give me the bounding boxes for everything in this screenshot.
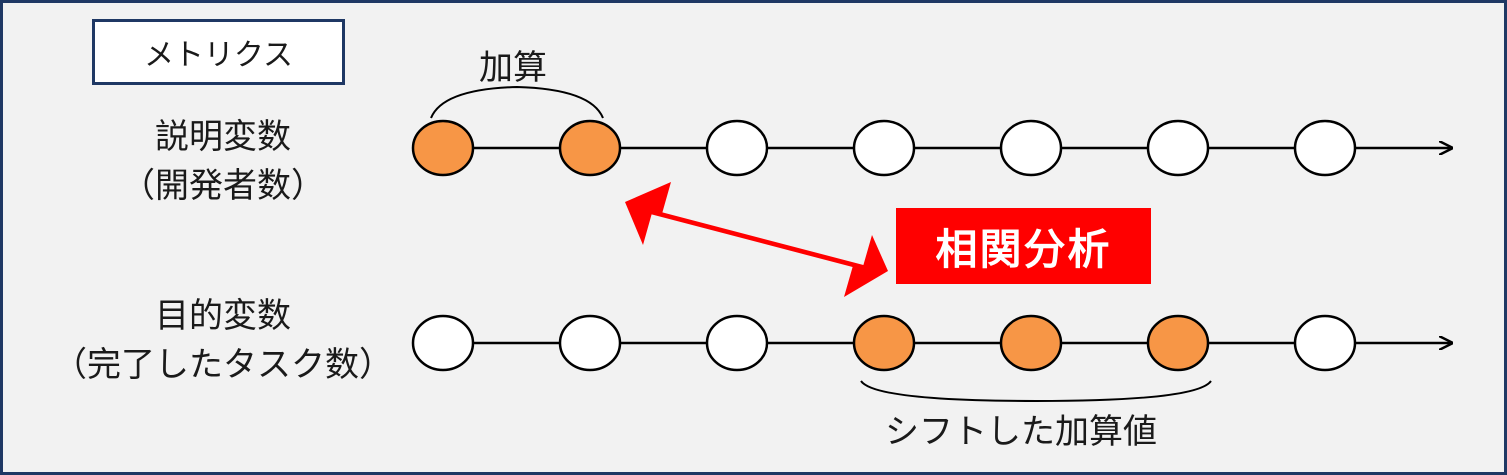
timeline-diagram <box>411 85 1504 403</box>
target-node-2 <box>558 314 622 372</box>
metrics-label: メトリクス <box>143 38 294 73</box>
target-node-3 <box>705 314 769 372</box>
target-node-4 <box>852 314 916 372</box>
explanatory-variable-sublabel: （開発者数） <box>121 166 325 206</box>
target-node-5 <box>999 314 1063 372</box>
target-node-7 <box>1293 314 1357 372</box>
explanatory-node-4 <box>852 119 916 177</box>
target-timeline <box>411 314 1451 372</box>
explanatory-node-6 <box>1146 119 1210 177</box>
sum-label: 加算 <box>479 48 547 88</box>
explanatory-variable-label: 説明変数 <box>155 117 291 157</box>
explanatory-node-1 <box>411 119 475 177</box>
explanatory-timeline <box>411 119 1451 177</box>
sum-bracket <box>430 85 604 119</box>
explanatory-node-7 <box>1293 119 1357 177</box>
correlation-analysis-label: 相関分析 <box>935 224 1112 274</box>
explanatory-node-2 <box>558 119 622 177</box>
shifted-sum-label: シフトした加算値 <box>885 412 1157 452</box>
explanatory-node-5 <box>999 119 1063 177</box>
target-node-1 <box>411 314 475 372</box>
target-variable-label: 目的変数 <box>155 296 291 336</box>
explanatory-node-3 <box>705 119 769 177</box>
correlation-double-arrow <box>625 182 888 297</box>
shift-bracket <box>860 380 1212 403</box>
correlation-analysis-box: 相関分析 <box>896 208 1151 284</box>
target-node-6 <box>1146 314 1210 372</box>
target-variable-sublabel: （完了したタスク数） <box>53 345 393 385</box>
metrics-label-box: メトリクス <box>92 19 345 85</box>
